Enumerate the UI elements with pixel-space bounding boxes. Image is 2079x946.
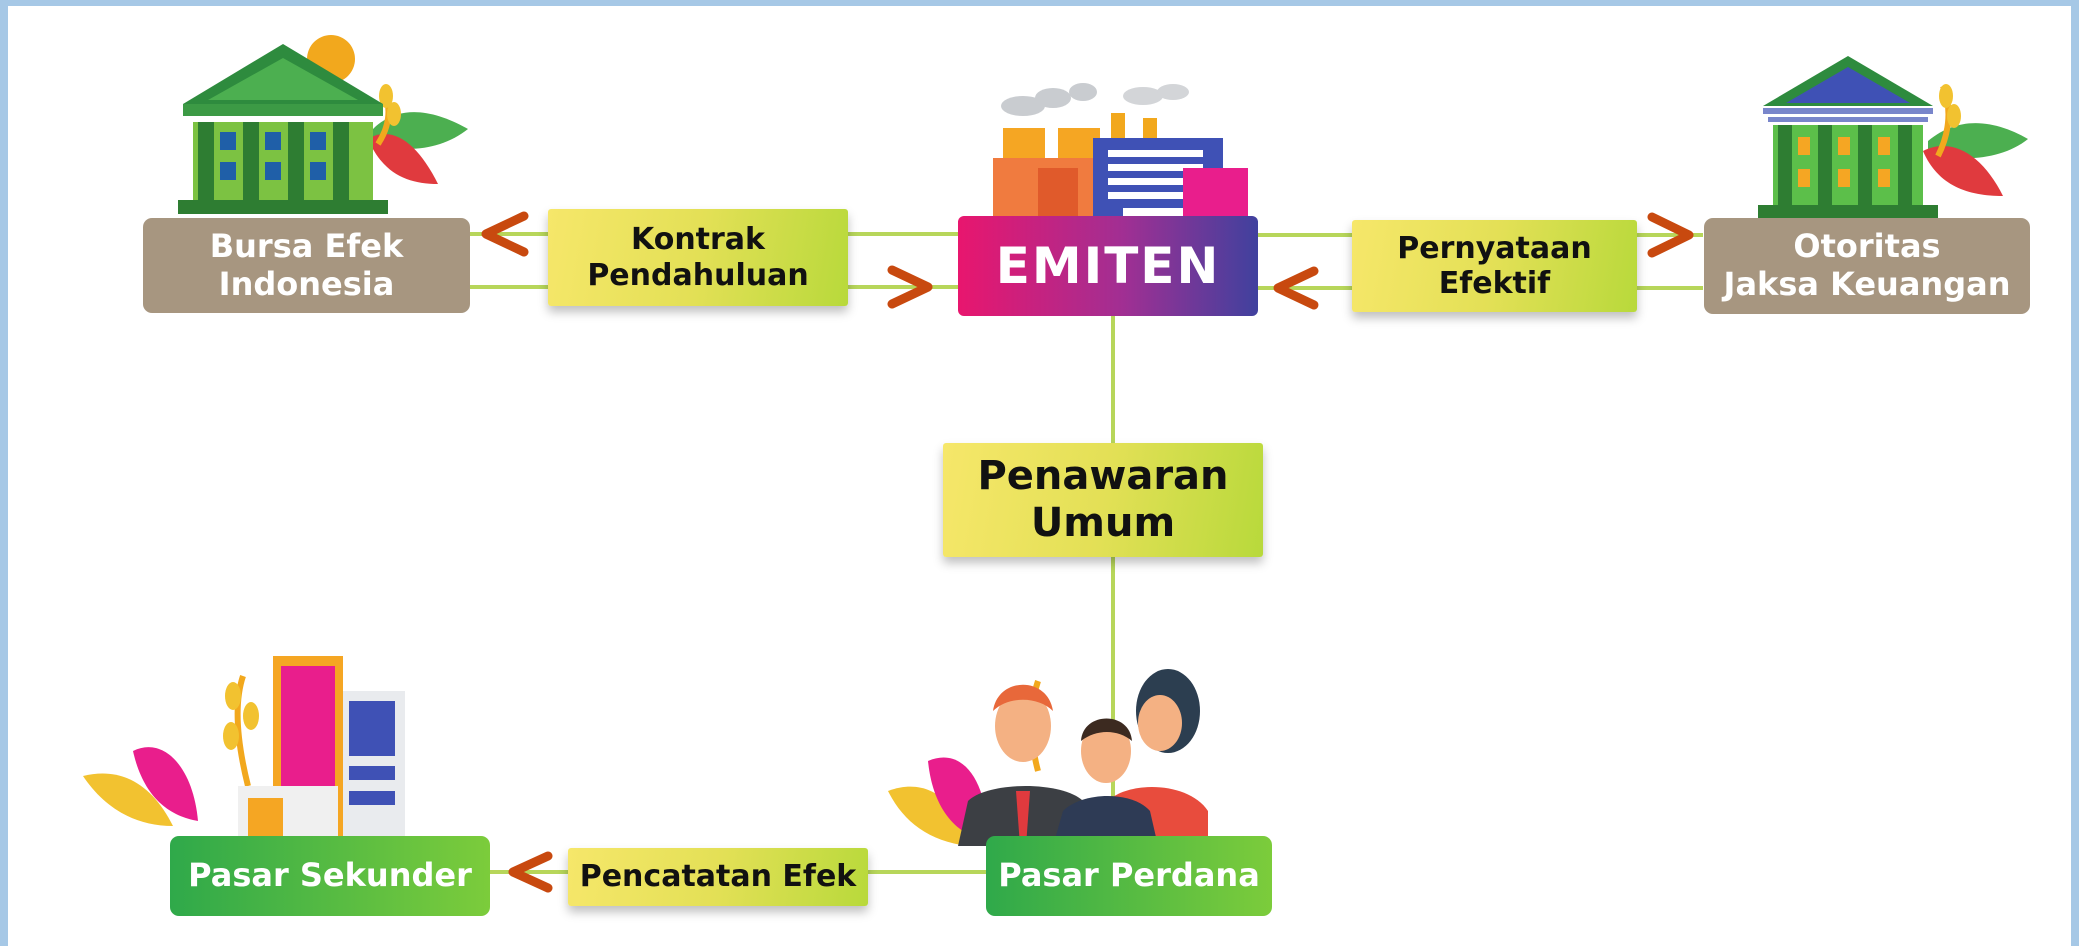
pasar-sekunder-box: Pasar Sekunder (170, 836, 490, 916)
factory-icon (993, 83, 1248, 228)
penawaran-umum-label: Penawaran Umum (977, 452, 1229, 546)
kontrak-pendahuluan-label: Kontrak Pendahuluan (587, 222, 809, 293)
pasar-perdana-box: Pasar Perdana (986, 836, 1272, 916)
kontrak-pendahuluan-box: Kontrak Pendahuluan (548, 209, 848, 306)
pencatatan-efek-label: Pencatatan Efek (579, 859, 857, 895)
penawaran-umum-box: Penawaran Umum (943, 443, 1263, 557)
otoritas-jaksa-keuangan-label: Otoritas Jaksa Keuangan (1723, 227, 2011, 303)
pasar-sekunder-label: Pasar Sekunder (188, 856, 472, 895)
arrow-to-emiten-left (887, 265, 933, 309)
arrow-to-bursa (481, 211, 529, 257)
pernyataan-efektif-box: Pernyataan Efektif (1352, 220, 1637, 312)
bursa-efek-indonesia-label: Bursa Efek Indonesia (209, 226, 404, 303)
city-buildings-icon (83, 656, 405, 846)
arrow-to-pasar-sekunder (508, 851, 553, 893)
otoritas-jaksa-keuangan-box: Otoritas Jaksa Keuangan (1704, 218, 2030, 314)
bursa-efek-indonesia-box: Bursa Efek Indonesia (143, 218, 470, 313)
diagram-canvas: Bursa Efek Indonesia Kontrak Pendahuluan… (8, 6, 2071, 946)
pencatatan-efek-box: Pencatatan Efek (568, 848, 868, 906)
bank-building-icon (178, 35, 468, 214)
government-building-icon (1758, 56, 2028, 219)
arrow-to-otoritas (1647, 212, 1694, 258)
emiten-label: EMITEN (995, 236, 1221, 295)
investors-people-icon (888, 669, 1208, 846)
arrow-to-emiten-right (1273, 266, 1319, 310)
pasar-perdana-label: Pasar Perdana (998, 856, 1260, 895)
emiten-box: EMITEN (958, 216, 1258, 316)
pernyataan-efektif-label: Pernyataan Efektif (1397, 230, 1592, 301)
